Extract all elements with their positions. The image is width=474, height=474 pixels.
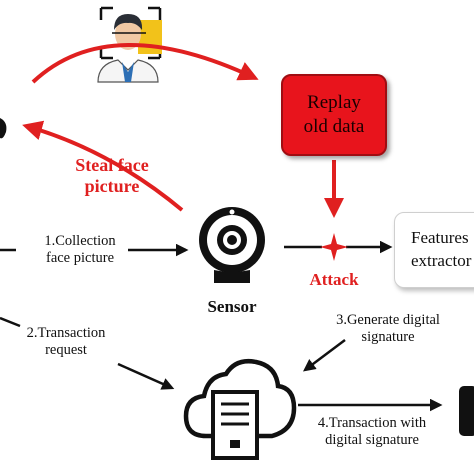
replay-label: Replay old data (303, 92, 365, 137)
webcam-sensor-icon (199, 207, 265, 283)
left-to-request-line (0, 316, 21, 328)
transaction-request-label: 2.Transaction request (26, 325, 106, 358)
attack-label: Attack (309, 270, 359, 289)
transaction-signature-label: 4.Transaction with digital signature (317, 415, 427, 448)
features-extractor-label: Features extractor (411, 228, 472, 270)
steal-face-arrow (22, 120, 184, 212)
request-to-cloud-arrow (117, 362, 175, 390)
sensor-label: Sensor (207, 297, 257, 316)
replay-old-data-box: Replay old data (281, 74, 387, 156)
merchant-device-partial (459, 386, 474, 436)
user-icon-partial (0, 118, 7, 139)
signature-to-cloud-arrow (303, 339, 346, 372)
collection-label: 1.Collection face picture (44, 233, 116, 266)
cloud-server-icon (183, 359, 297, 460)
features-extractor-box: Features extractor (394, 212, 474, 288)
steal-face-label: Steal face picture (75, 155, 149, 196)
generate-signature-label: 3.Generate digital signature (336, 312, 440, 345)
attack-star-icon (320, 233, 348, 261)
steal-to-replay-arrow (31, 43, 259, 84)
